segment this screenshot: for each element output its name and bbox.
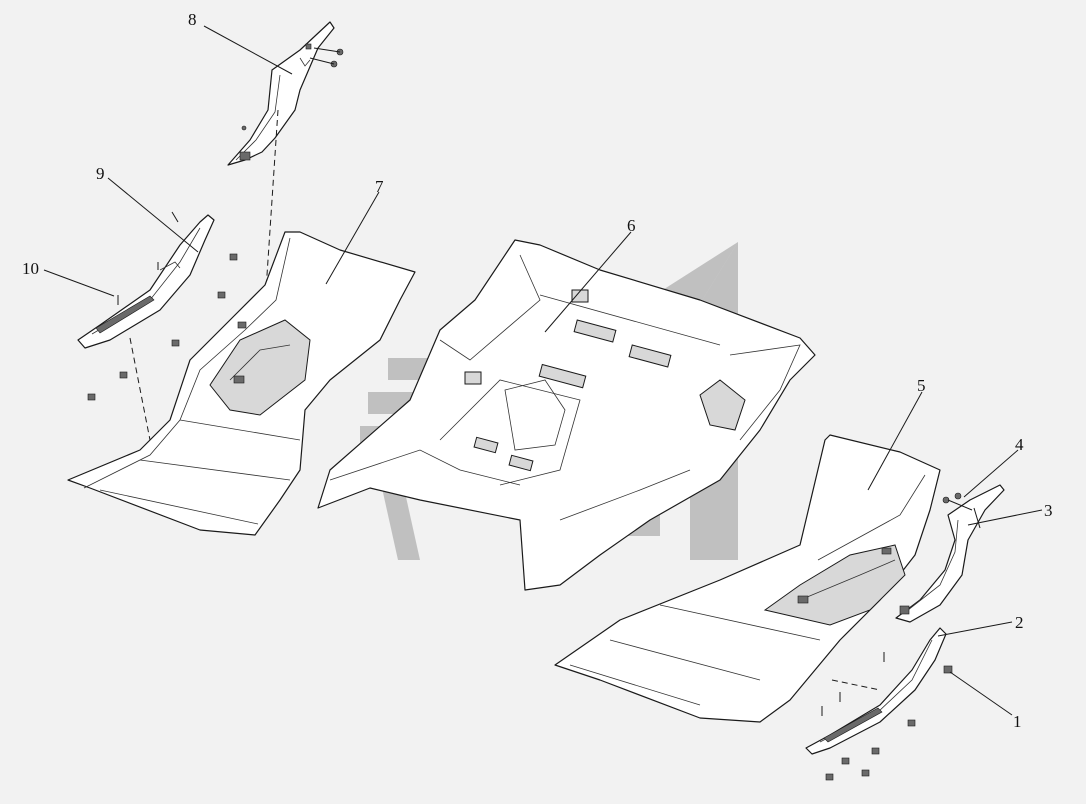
leader-lines <box>43 25 1043 716</box>
callout-labels: 1 2 3 4 5 6 7 8 9 10 <box>22 10 1053 731</box>
assembly-line-9 <box>129 337 151 441</box>
leader-8 <box>203 25 293 75</box>
part-6-center-floor <box>317 239 816 591</box>
fasteners-left <box>87 253 238 401</box>
part-3-pillar-trim-right <box>895 484 1005 623</box>
leader-10 <box>43 269 115 297</box>
leader-5 <box>867 391 923 491</box>
leader-3 <box>967 509 1043 526</box>
callout-5: 5 <box>917 376 926 395</box>
callout-6: 6 <box>627 216 636 235</box>
part-9-sill-trim-left <box>77 211 215 349</box>
leader-7 <box>325 191 380 285</box>
part-8-pillar-trim <box>227 21 344 166</box>
leader-2 <box>937 621 1013 637</box>
callout-7: 7 <box>375 177 384 196</box>
part-1-fasteners <box>825 665 953 781</box>
callout-2: 2 <box>1015 613 1024 632</box>
callout-10: 10 <box>22 259 39 278</box>
leader-4 <box>963 449 1019 498</box>
leader-6 <box>544 231 632 333</box>
callout-1: 1 <box>1013 712 1022 731</box>
callout-9: 9 <box>96 164 105 183</box>
part-4-fasteners <box>942 492 973 511</box>
callout-3: 3 <box>1044 501 1053 520</box>
leader-1 <box>949 671 1013 716</box>
callout-8: 8 <box>188 10 197 29</box>
part-7-floor-mat-left <box>67 231 416 536</box>
part-5-floor-mat-right <box>554 434 941 723</box>
leader-9 <box>107 177 199 253</box>
callout-4: 4 <box>1015 435 1024 454</box>
assembly-line-2 <box>831 679 881 691</box>
assembly-line-8 <box>265 109 279 291</box>
